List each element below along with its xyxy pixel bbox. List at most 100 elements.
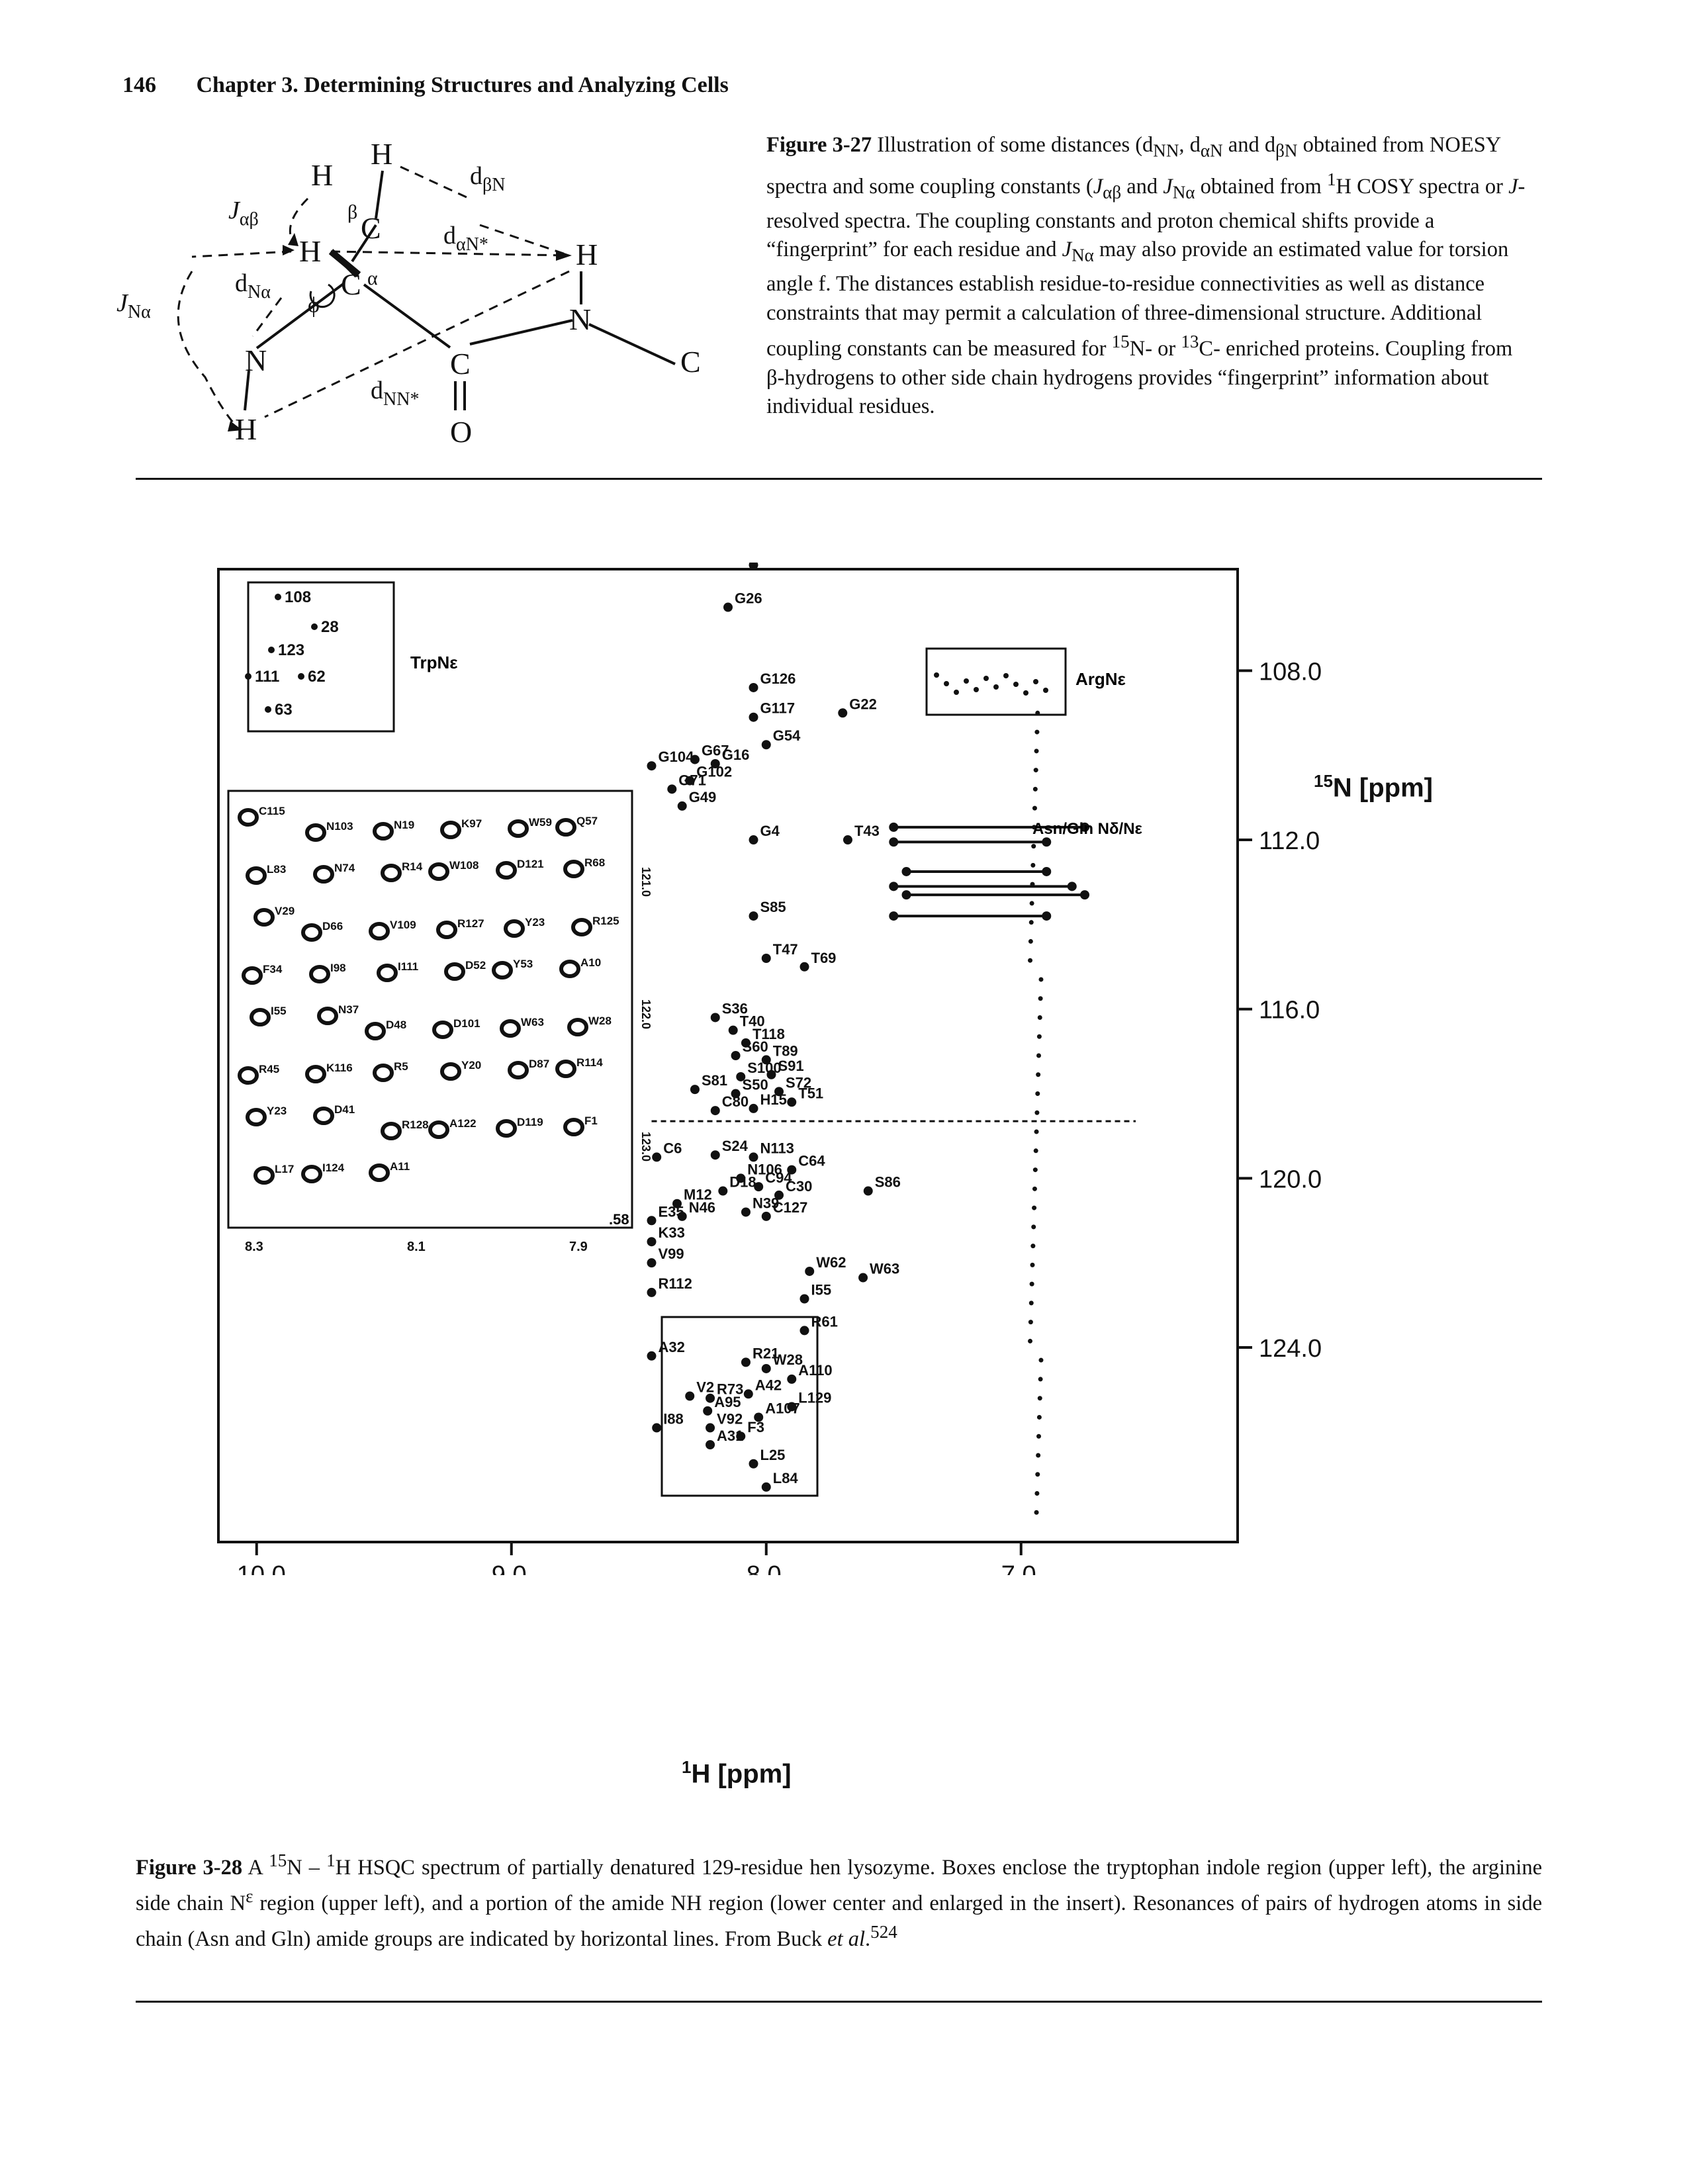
insert-peak — [381, 864, 402, 882]
insert-peak — [309, 965, 330, 983]
peak-label: V2 — [696, 1379, 714, 1396]
dist-d-nn — [264, 270, 570, 418]
figure-3-27-diagram: H H C H C H N C N C O H Jαβ JNα β α ϕ dβ… — [116, 137, 701, 449]
arg-peak — [974, 687, 979, 692]
insert-peak-label: Y53 — [513, 958, 533, 970]
sidechain-peak — [1031, 1224, 1036, 1230]
trp-peak — [275, 594, 281, 600]
insert-peak-label: K116 — [326, 1062, 353, 1074]
peak-G71 — [667, 784, 677, 794]
amide-peak — [1042, 837, 1052, 847]
sidechain-peak — [1033, 768, 1038, 773]
insert-peak — [555, 818, 576, 837]
peak-label: G26 — [735, 590, 762, 607]
arg-peak — [993, 684, 999, 690]
amide-peak — [1080, 890, 1089, 900]
peak-label: G54 — [773, 727, 801, 744]
amide-lines-layer — [651, 672, 1136, 1515]
trp-peak — [298, 673, 304, 680]
figure-3-27-label: Figure 3-27 — [766, 133, 872, 157]
sidechain-peak — [1037, 1015, 1042, 1020]
insert-peak-label: D121 — [517, 858, 544, 870]
arg-peak — [983, 676, 989, 681]
phi-arc — [309, 283, 336, 308]
insert-peak — [369, 1163, 390, 1182]
insert-peak — [253, 1166, 275, 1185]
x-tick-label: 8.0 — [747, 1561, 782, 1575]
peak-R61 — [799, 1326, 809, 1336]
insert-peak-label: F1 — [584, 1115, 598, 1127]
insert-peak — [432, 1021, 453, 1039]
figure-3-28-text: A 15N – 1H HSQC spectrum of partially de… — [136, 1850, 1543, 1952]
insert-peak — [500, 1019, 521, 1038]
peak-S100 — [736, 1071, 746, 1081]
bond-ca-c — [363, 283, 451, 349]
peak-V2 — [685, 1391, 695, 1401]
insert-peak-label: I124 — [322, 1161, 345, 1174]
sidechain-peak — [1032, 805, 1037, 811]
figure-3-28-label: Figure 3-28 — [136, 1855, 243, 1880]
rule-top — [136, 478, 1542, 480]
insert-peak-label: R68 — [584, 856, 605, 869]
trp-peak-label: 111 — [255, 668, 279, 686]
insert-peak-label: N74 — [334, 862, 355, 874]
peak-S85 — [749, 911, 758, 921]
insert-peak — [305, 1065, 326, 1083]
insert-peak — [242, 966, 263, 985]
arg-peak — [954, 690, 959, 695]
peak-S86 — [863, 1186, 873, 1196]
insert-peak — [508, 1061, 529, 1079]
sidechain-peak — [1028, 1338, 1033, 1343]
peak-N39 — [741, 1207, 751, 1217]
peak-M12 — [672, 1199, 682, 1208]
peak-D18 — [718, 1186, 728, 1196]
peak-label: S91 — [778, 1058, 803, 1074]
sidechain-peak — [1038, 1377, 1043, 1382]
peak-label: C6 — [663, 1140, 682, 1156]
peak-label: L25 — [760, 1447, 786, 1463]
trp-peak-label: 108 — [285, 588, 311, 606]
arrow-h-left — [283, 245, 295, 255]
sidechain-peak — [1028, 920, 1034, 925]
sidechain-peak — [1037, 1396, 1042, 1401]
bond-cb-h-top — [375, 170, 384, 219]
peak-label: V92 — [717, 1410, 743, 1427]
label-d-bn: dβN — [470, 162, 505, 195]
label-alpha: α — [367, 267, 378, 289]
arg-peak — [1043, 688, 1048, 693]
insert-peak — [496, 1119, 517, 1138]
peak-K33 — [647, 1237, 657, 1247]
y-tick-label: 108.0 — [1259, 658, 1322, 686]
peak-label: R61 — [811, 1313, 838, 1330]
trp-box-label: TrpNε — [410, 653, 458, 672]
atom-h-alpha: H — [299, 234, 321, 268]
peak-C127 — [761, 1211, 771, 1221]
peak-C80 — [710, 1106, 720, 1116]
peak-label: A82 — [760, 563, 787, 565]
peak-G22 — [838, 708, 848, 718]
insert-peak — [563, 1118, 584, 1136]
peak-S36 — [710, 1013, 720, 1023]
peak-label: G71 — [678, 772, 706, 788]
insert-peak — [428, 1120, 449, 1139]
sidechain-peak — [1030, 882, 1035, 887]
sidechain-peak — [1034, 1510, 1039, 1515]
arg-peak — [964, 678, 969, 684]
trp-peak-label: 62 — [308, 668, 326, 686]
peak-label: G126 — [760, 670, 796, 687]
label-d-nn: dNN* — [371, 377, 419, 410]
insert-x-tick: 7.9 — [569, 1240, 588, 1254]
sidechain-peak — [1028, 1320, 1033, 1325]
sidechain-peak — [1032, 1167, 1038, 1173]
peak-R21 — [741, 1357, 751, 1367]
insert-peak — [238, 1066, 259, 1085]
peak-L84 — [761, 1482, 771, 1492]
peak-T47 — [761, 954, 771, 963]
insert-peak — [381, 1122, 402, 1140]
insert-peak-label: W28 — [588, 1015, 612, 1027]
amide-peak — [889, 837, 899, 847]
atom-h-amide: H — [576, 238, 598, 271]
figure-3-28-caption: Figure 3-28 A 15N – 1H HSQC spectrum of … — [136, 1846, 1542, 1954]
peaks-layer: A82G26G126G22G117G54G67G16G104G102G71G49… — [647, 563, 901, 1492]
